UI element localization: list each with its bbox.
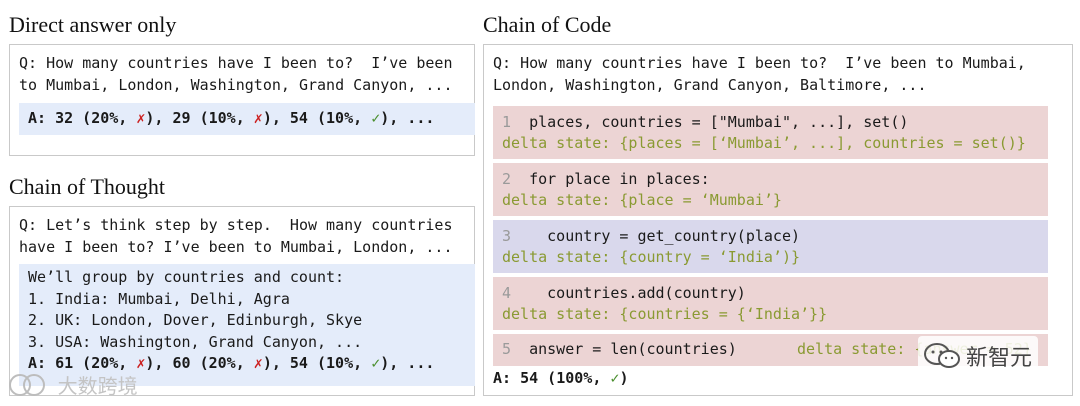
direct-answer-prefix: A: 32 (20%, [28,109,137,127]
coc-question-line-2: London, Washington, Grand Canyon, Baltim… [493,75,927,94]
cot-box: Q: Let’s think step by step. How many co… [9,206,475,396]
cot-question: Q: Let’s think step by step. How many co… [19,215,452,258]
cot-answer-mid1: ), 60 (20%, [145,354,254,372]
line-number: 1 [502,113,512,131]
cot-reasoning-line-4: 3. USA: Washington, Grand Canyon, ... [28,332,363,351]
line-number: 3 [502,227,512,245]
direct-answer-box: Q: How many countries have I been to? I’… [9,44,475,156]
check-icon: ✓ [371,109,381,127]
coc-question-line-1: Q: How many countries have I been to? I’… [493,54,1026,72]
direct-question-line-1: Q: How many countries have I been to? I’… [19,54,453,72]
direct-answer-band: A: 32 (20%, ✗), 29 (10%, ✗), 54 (10%, ✓)… [19,103,475,135]
code-line-2: 2 for place in places: [502,169,710,191]
direct-question: Q: How many countries have I been to? I’… [19,53,452,96]
cot-answer-mid2: ), 54 (10%, [262,354,372,372]
code-text: answer = len(countries) [511,340,737,358]
code-text: country = get_country(place) [511,227,801,245]
delta-state-1: delta state: {places = [‘Mumbai’, ...], … [502,134,1026,152]
cross-icon: ✗ [136,354,146,372]
direct-answer-suffix: ), ... [380,109,435,127]
direct-answer-mid1: ), 29 (10%, [145,109,254,127]
check-icon: ✓ [610,369,620,387]
cot-reasoning-line-1: We’ll group by countries and count: [28,268,345,286]
cot-title: Chain of Thought [9,174,166,199]
code-step-3: 3 country = get_country(place) delta sta… [493,220,1048,273]
watermark-left: 大数跨境 [8,370,138,399]
cot-reasoning-band: We’ll group by countries and count: 1. I… [19,264,475,386]
direct-question-line-2: to Mumbai, London, Washington, Grand Can… [19,75,453,94]
line-number: 2 [502,170,512,188]
cot-question-line-2: have I been to? I’ve been to Mumbai, Lon… [19,237,453,256]
direct-answer-title: Direct answer only [9,12,177,37]
cot-question-line-1: Q: Let’s think step by step. How many co… [19,216,453,234]
direct-answer-mid2: ), 54 (10%, [262,109,372,127]
line-number: 5 [502,340,512,358]
coc-answer: A: 54 (100%, ✓) [493,368,628,390]
code-text: countries.add(country) [511,284,746,302]
cross-icon: ✗ [253,354,263,372]
code-step-2: 2 for place in places: delta state: {pla… [493,163,1048,216]
code-line-1: 1 places, countries = ["Mumbai", ...], s… [502,112,908,134]
cross-icon: ✗ [253,109,263,127]
cot-answer-suffix: ), ... [380,354,435,372]
check-icon: ✓ [371,354,381,372]
direct-answer: A: 32 (20%, ✗), 29 (10%, ✗), 54 (10%, ✓)… [28,108,434,130]
watermark-left-text: 大数跨境 [57,374,138,398]
code-line-5: 5 answer = len(countries) [502,339,737,361]
code-text: for place in places: [511,170,710,188]
code-step-1: 1 places, countries = ["Mumbai", ...], s… [493,106,1048,159]
code-text: places, countries = ["Mumbai", ...], set… [511,113,909,131]
code-line-4: 4 countries.add(country) [502,283,746,305]
watermark-right-text: 新智元 [966,346,1033,371]
coc-answer-prefix: A: 54 (100%, [493,369,611,387]
wechat-icon [924,343,960,368]
cot-reasoning-line-2: 1. India: Mumbai, Delhi, Agra [28,289,290,308]
coc-question: Q: How many countries have I been to? I’… [493,53,1026,96]
watermark-right: 新智元 [918,336,1039,376]
coc-answer-suffix: ) [619,369,629,387]
delta-state-2: delta state: {place = ‘Mumbai’} [502,191,782,209]
cot-reasoning: We’ll group by countries and count: 1. I… [28,267,434,375]
code-step-4: 4 countries.add(country) delta state: {c… [493,277,1048,330]
coc-title: Chain of Code [483,12,612,37]
line-number: 4 [502,284,512,302]
cot-answer: A: 61 (20%, ✗), 60 (20%, ✗), 54 (10%, ✓)… [28,354,434,372]
cot-reasoning-line-3: 2. UK: London, Dover, Edinburgh, Skye [28,311,363,329]
cot-answer-prefix: A: 61 (20%, [28,354,137,372]
coc-box: Q: How many countries have I been to? I’… [483,44,1073,396]
cross-icon: ✗ [136,109,146,127]
delta-state-3: delta state: {country = ‘India’)} [502,248,801,266]
watermark-logo-icon [9,373,45,396]
code-line-3: 3 country = get_country(place) [502,226,800,248]
delta-state-4: delta state: {countries = {‘India’}} [502,305,828,323]
